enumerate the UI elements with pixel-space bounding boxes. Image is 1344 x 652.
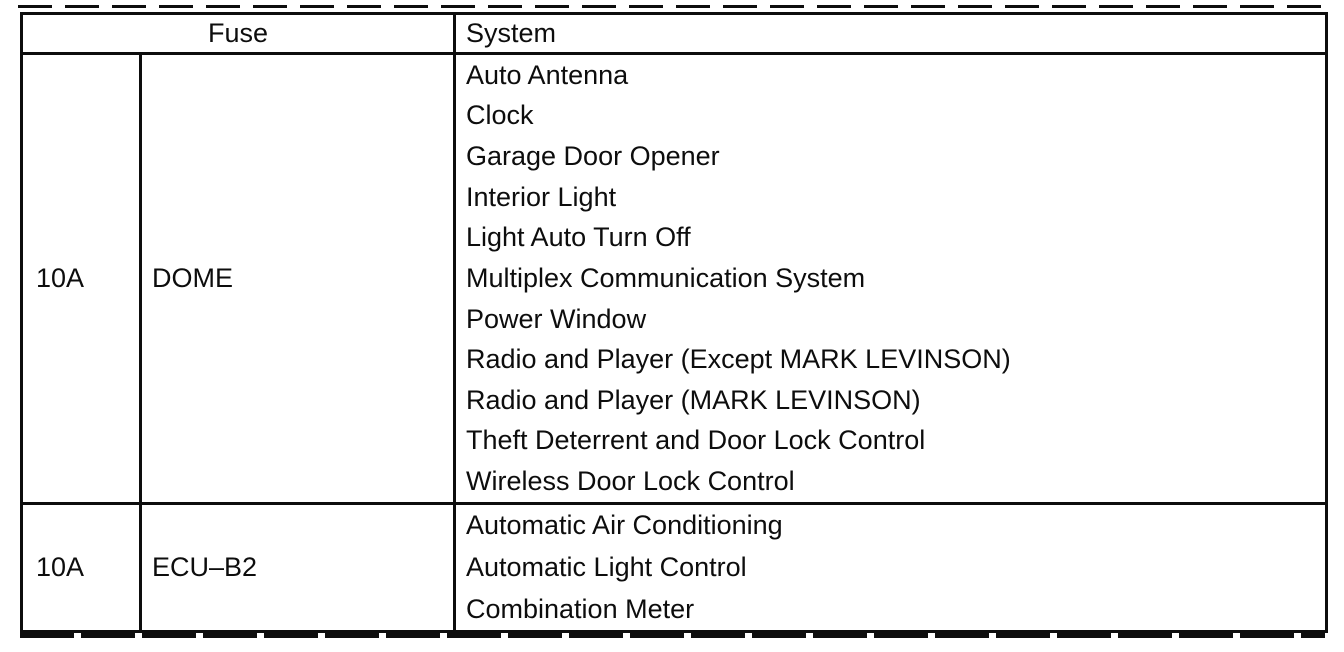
fuse-name: DOME bbox=[139, 52, 456, 505]
system-item: Radio and Player (Except MARK LEVINSON) bbox=[466, 344, 1011, 375]
fuse-column-header: Fuse bbox=[20, 12, 456, 55]
system-item: Power Window bbox=[466, 303, 647, 334]
fuse-amperage: 10A bbox=[20, 52, 142, 505]
system-item: Multiplex Communication System bbox=[466, 262, 866, 293]
system-item: Radio and Player (MARK LEVINSON) bbox=[466, 384, 921, 415]
system-column-header: System bbox=[453, 12, 1328, 55]
system-item: Clock bbox=[466, 100, 534, 131]
system-item: Interior Light bbox=[466, 181, 617, 212]
scan-artifact-top-dashes bbox=[18, 5, 1325, 8]
system-item: Garage Door Opener bbox=[466, 141, 720, 172]
fuse-amperage: 10A bbox=[20, 502, 142, 633]
scan-artifact-bottom-border bbox=[20, 633, 1325, 638]
system-item: Combination Meter bbox=[466, 593, 695, 624]
system-item: Auto Antenna bbox=[466, 59, 629, 90]
fuse-name: ECU–B2 bbox=[139, 502, 456, 633]
fuse-table-header: Fuse System bbox=[20, 12, 1328, 55]
system-item: Automatic Light Control bbox=[466, 551, 747, 582]
system-item: Light Auto Turn Off bbox=[466, 222, 691, 253]
system-item: Theft Deterrent and Door Lock Control bbox=[466, 425, 926, 456]
system-item: Wireless Door Lock Control bbox=[466, 466, 795, 497]
header-row: Fuse System bbox=[20, 12, 1328, 55]
system-item: Automatic Air Conditioning bbox=[466, 510, 783, 541]
